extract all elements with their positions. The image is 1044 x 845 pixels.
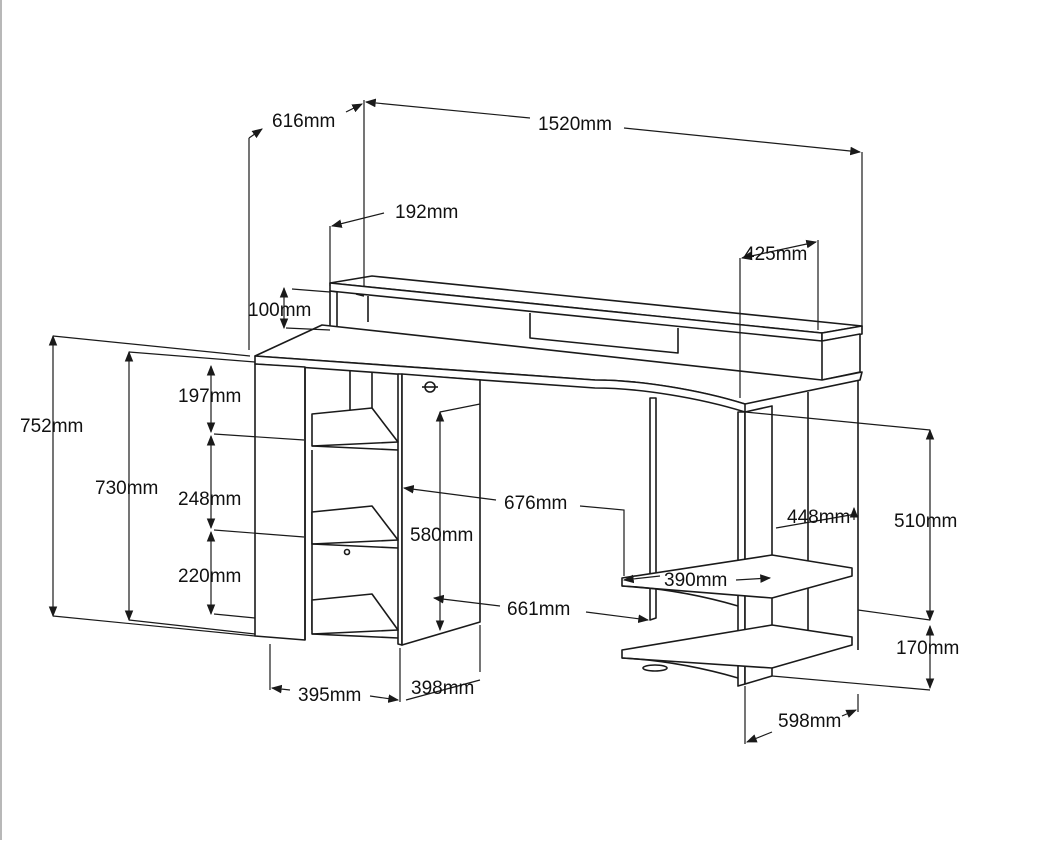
label-bottom-shelf-height: 170mm	[896, 638, 959, 659]
left-shelf-2	[311, 505, 399, 545]
dimension-lines	[48, 98, 935, 744]
label-shelf-depth: 192mm	[395, 202, 458, 223]
label-left-unit-width: 395mm	[298, 685, 361, 706]
label-right-base-width: 598mm	[778, 711, 841, 732]
monitor-shelf-front	[329, 282, 823, 342]
monitor-shelf-top	[329, 275, 863, 334]
label-knee-width-top: 676mm	[504, 493, 567, 514]
left-side-panel	[401, 373, 481, 646]
label-shelf-height: 100mm	[248, 300, 311, 321]
monitor-shelf-side	[821, 325, 863, 342]
label-left-gap-top: 197mm	[178, 386, 241, 407]
left-shelf-1	[311, 407, 399, 447]
label-width-overall: 1520mm	[538, 114, 612, 135]
desk-outline	[254, 275, 863, 687]
label-overall-height: 752mm	[20, 416, 83, 437]
label-knee-width-bottom: 661mm	[507, 599, 570, 620]
label-depth-overall: 616mm	[272, 111, 335, 132]
label-inner-height: 580mm	[410, 525, 473, 546]
label-left-gap-bottom: 220mm	[178, 566, 241, 587]
left-shelf-3	[311, 593, 399, 635]
label-left-unit-depth: 398mm	[411, 678, 474, 699]
dimension-labels: 616mm 1520mm 192mm 425mm 100mm 752mm 730…	[20, 111, 959, 732]
right-middle-panel	[649, 397, 657, 621]
monitor-shelf-back	[367, 296, 679, 354]
label-right-height: 510mm	[894, 511, 957, 532]
label-left-gap-middle: 248mm	[178, 489, 241, 510]
left-outer-panel	[254, 363, 306, 641]
frame-edge	[0, 0, 2, 840]
monitor-shelf-leg-left	[329, 290, 338, 331]
label-right-side-depth: 448mm	[787, 507, 850, 528]
label-right-unit-width: 425mm	[744, 244, 807, 265]
label-desk-height: 730mm	[95, 478, 158, 499]
label-right-shelf-width: 390mm	[664, 570, 727, 591]
